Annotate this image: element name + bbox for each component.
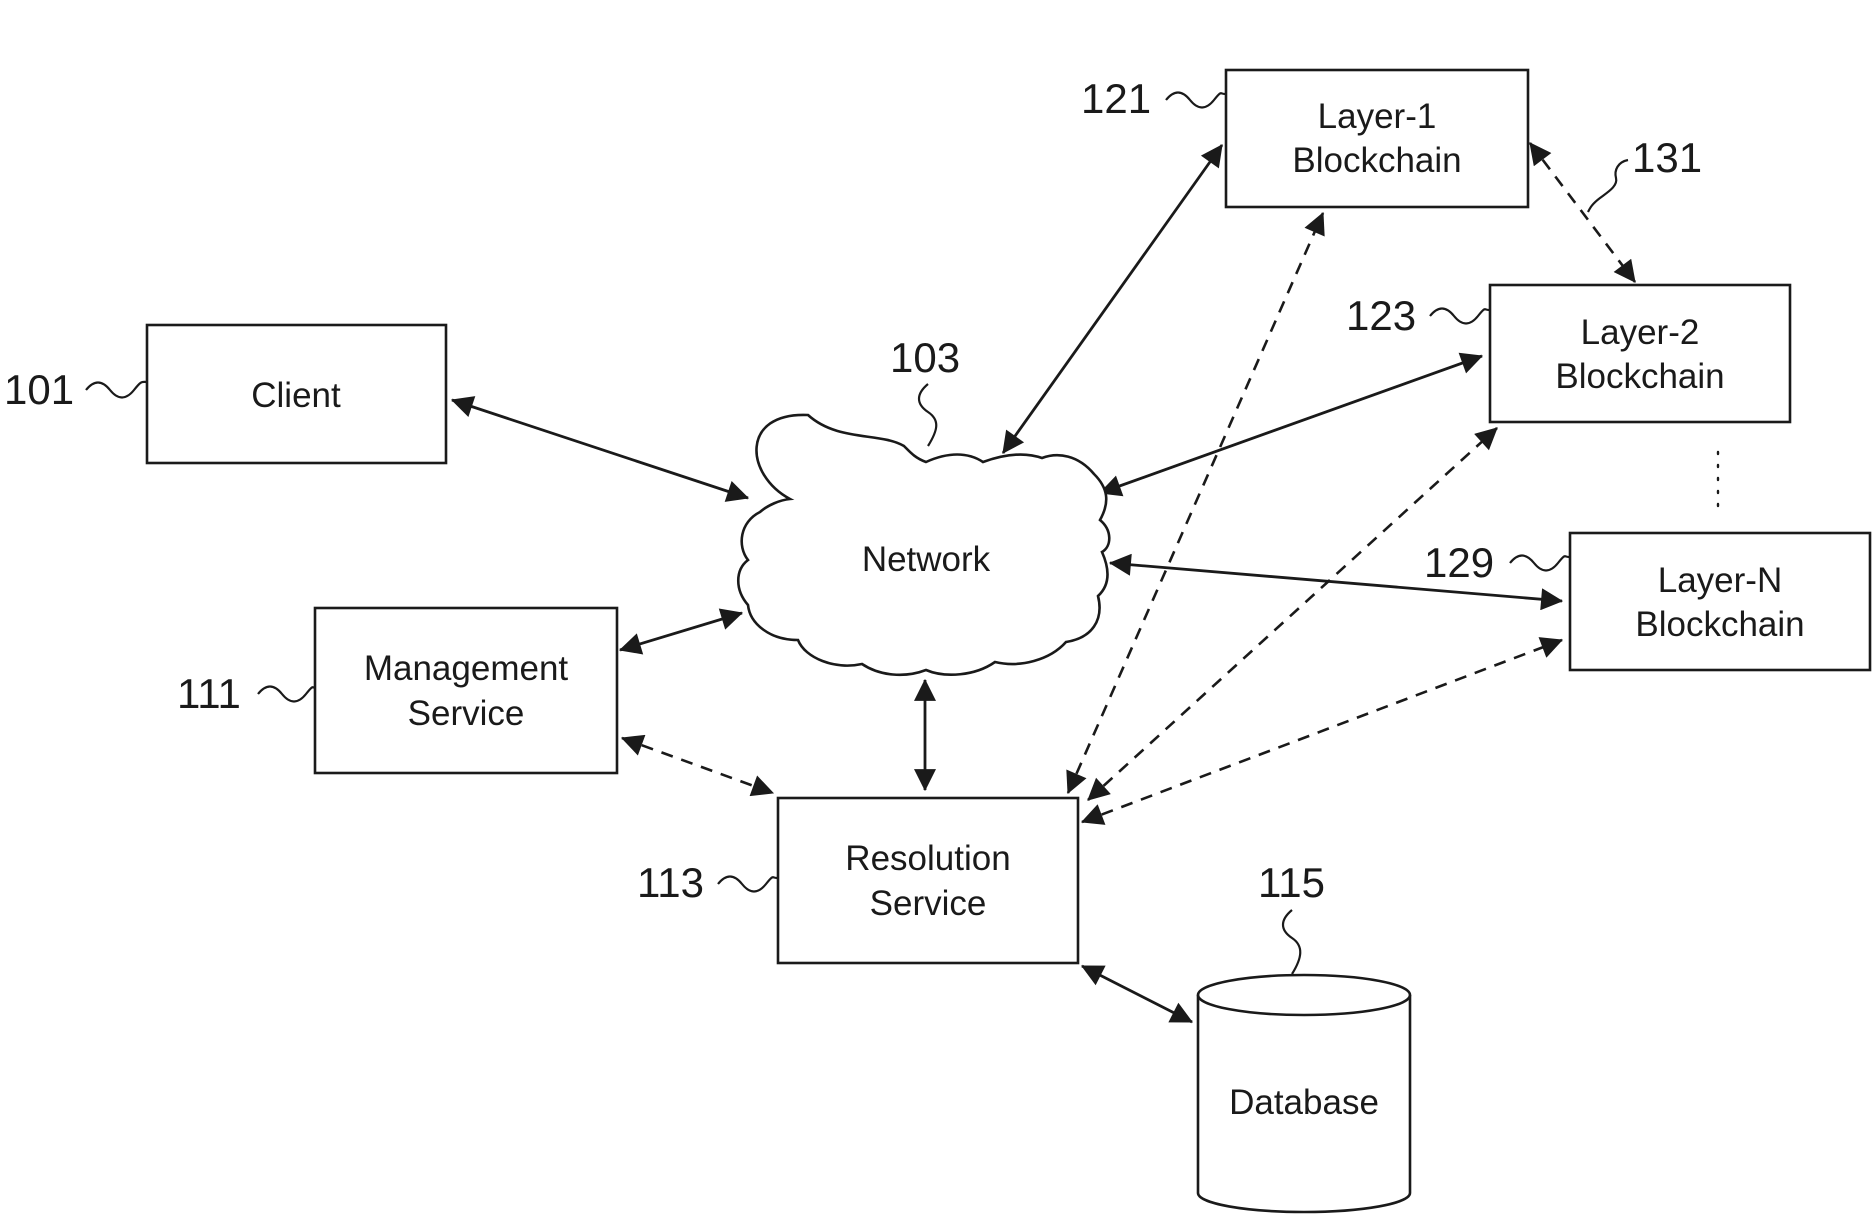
layer2-blockchain-ref-leader: [1430, 309, 1489, 324]
client-ref-leader: [86, 382, 147, 398]
edge-resolution-database: [1082, 966, 1192, 1022]
edge-resolution-layer2: [1088, 428, 1497, 800]
client-node: Client: [147, 325, 446, 463]
layer-link-ref-number: 131: [1632, 134, 1702, 181]
network-ref-number: 103: [890, 334, 960, 381]
layer2-blockchain-label-line2: Blockchain: [1555, 357, 1724, 396]
client-label: Client: [251, 376, 341, 415]
edge-client-network: [452, 400, 748, 498]
management-service-ref-number: 111: [177, 670, 241, 717]
edge-network-layerN: [1110, 563, 1562, 601]
layer-link-ref: 131: [1588, 134, 1702, 212]
layer2-blockchain-ref-number: 123: [1346, 292, 1416, 339]
database-label: Database: [1229, 1083, 1379, 1122]
management-service-node: Management Service: [315, 608, 617, 773]
layerN-blockchain-label-line1: Layer-N: [1658, 561, 1782, 600]
layer2-blockchain-node: Layer-2 Blockchain: [1490, 285, 1790, 422]
layer-link-ref-leader: [1588, 160, 1628, 212]
resolution-service-ref: 113: [637, 859, 777, 906]
database-cylinder-top: [1198, 975, 1410, 1015]
database-ref-leader: [1283, 910, 1300, 974]
resolution-service-label-line1: Resolution: [845, 839, 1010, 878]
network-label: Network: [862, 540, 991, 579]
edge-management-resolution: [622, 738, 773, 793]
edge-management-network: [620, 613, 742, 650]
layer1-blockchain-ref-leader: [1166, 93, 1225, 108]
layer1-blockchain-label-line2: Blockchain: [1292, 141, 1461, 180]
management-service-label-line1: Management: [364, 649, 569, 688]
edge-resolution-layerN: [1082, 640, 1562, 822]
layer1-blockchain-ref-number: 121: [1081, 75, 1151, 122]
layer2-blockchain-ref: 123: [1346, 292, 1489, 339]
management-service-label-line2: Service: [408, 694, 525, 733]
management-service-ref-leader: [258, 687, 316, 702]
resolution-service-ref-leader: [718, 877, 777, 892]
edge-network-layer1: [1003, 145, 1222, 453]
layerN-blockchain-label-line2: Blockchain: [1635, 605, 1804, 644]
layer1-blockchain-label-line1: Layer-1: [1318, 97, 1437, 136]
layerN-blockchain-node: Layer-N Blockchain: [1570, 533, 1870, 670]
management-service-ref: 111: [177, 670, 316, 717]
edge-network-layer2: [1100, 356, 1482, 493]
resolution-service-node: Resolution Service: [778, 798, 1078, 963]
resolution-service-ref-number: 113: [637, 859, 704, 906]
database-ref-number: 115: [1258, 859, 1325, 906]
database-ref: 115: [1258, 859, 1325, 974]
resolution-service-label-line2: Service: [870, 884, 987, 923]
layer2-blockchain-label-line1: Layer-2: [1581, 313, 1700, 352]
layerN-blockchain-ref-leader: [1510, 556, 1569, 571]
layerN-blockchain-ref: 129: [1424, 539, 1569, 586]
network-ref-leader: [919, 384, 936, 446]
client-ref: 101: [4, 366, 147, 413]
layerN-blockchain-ref-number: 129: [1424, 539, 1494, 586]
database-node: Database: [1198, 975, 1410, 1212]
network-ref: 103: [890, 334, 960, 446]
layer1-blockchain-node: Layer-1 Blockchain: [1226, 70, 1528, 207]
client-ref-number: 101: [4, 366, 74, 413]
network-node: Network: [738, 415, 1109, 675]
layer1-blockchain-ref: 121: [1081, 75, 1225, 122]
